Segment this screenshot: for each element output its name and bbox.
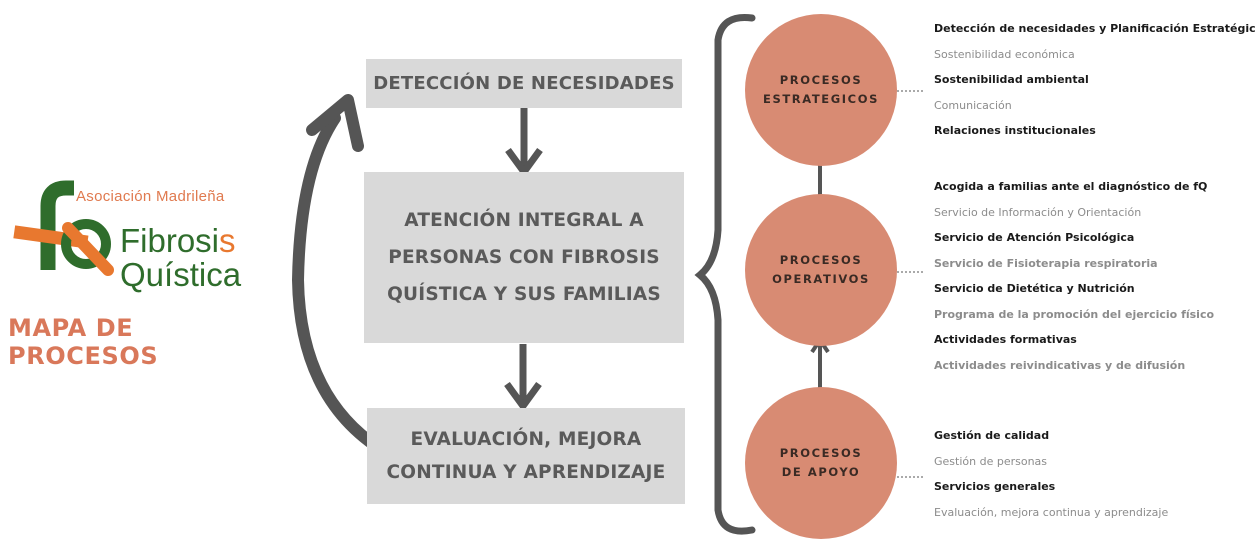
curly-brace-icon bbox=[694, 13, 756, 535]
arrow-down-1-icon bbox=[505, 108, 543, 176]
procesos-estrategicos-label: PROCESOS ESTRATEGICOS bbox=[763, 73, 879, 106]
evaluacion-mejora-box: EVALUACIÓN, MEJORA CONTINUA Y APRENDIZAJ… bbox=[367, 408, 685, 504]
process-item: Detección de necesidades y Planificación… bbox=[934, 22, 1256, 35]
process-item: Acogida a familias ante el diagnóstico d… bbox=[934, 180, 1208, 193]
process-item: Servicios generales bbox=[934, 480, 1056, 493]
deteccion-necesidades-box: DETECCIÓN DE NECESIDADES bbox=[366, 59, 682, 108]
process-item: Comunicación bbox=[934, 98, 1012, 112]
logo-fibrosis-text: Fibrosis bbox=[120, 222, 236, 259]
estrategicos-list: Detección de necesidades y Planificación… bbox=[934, 22, 1256, 150]
page-title: MAPA DE PROCESOS bbox=[8, 314, 159, 370]
procesos-operativos-circle: PROCESOS OPERATIVOS bbox=[745, 194, 897, 346]
operativos-list: Acogida a familias ante el diagnóstico d… bbox=[934, 180, 1214, 384]
logo-quistica-text: Quística bbox=[120, 256, 242, 293]
process-item: Relaciones institucionales bbox=[934, 124, 1096, 137]
logo: Asociación Madrileña Fibrosis Quística M… bbox=[8, 178, 270, 370]
procesos-estrategicos-circle: PROCESOS ESTRATEGICOS bbox=[745, 14, 897, 166]
process-item: Gestión de calidad bbox=[934, 429, 1050, 442]
process-item: Gestión de personas bbox=[934, 454, 1048, 468]
procesos-apoyo-label: PROCESOS DE APOYO bbox=[779, 446, 863, 479]
process-item: Evaluación, mejora continua y aprendizaj… bbox=[934, 505, 1169, 519]
atencion-integral-box: ATENCIÓN INTEGRAL A PERSONAS CON FIBROSI… bbox=[364, 172, 684, 343]
process-item: Actividades reivindicativas y de difusió… bbox=[934, 358, 1186, 372]
process-item: Sostenibilidad ambiental bbox=[934, 73, 1089, 86]
fq-logo-mark-icon bbox=[13, 180, 114, 276]
process-item: Programa de la promoción del ejercicio f… bbox=[934, 307, 1215, 321]
process-item: Servicio de Atención Psicológica bbox=[934, 231, 1135, 244]
procesos-apoyo-circle: PROCESOS DE APOYO bbox=[745, 387, 897, 539]
process-item: Sostenibilidad económica bbox=[934, 47, 1075, 61]
process-item: Servicio de Dietética y Nutrición bbox=[934, 282, 1135, 295]
process-item: Actividades formativas bbox=[934, 333, 1077, 346]
logo-asociacion-text: Asociación Madrileña bbox=[76, 188, 225, 205]
arrow-down-2-icon bbox=[504, 344, 542, 410]
process-item: Servicio de Fisioterapia respiratoria bbox=[934, 256, 1158, 270]
process-item: Servicio de Información y Orientación bbox=[934, 205, 1142, 219]
return-curve-arrow-icon bbox=[291, 94, 391, 458]
procesos-operativos-label: PROCESOS OPERATIVOS bbox=[772, 253, 870, 286]
